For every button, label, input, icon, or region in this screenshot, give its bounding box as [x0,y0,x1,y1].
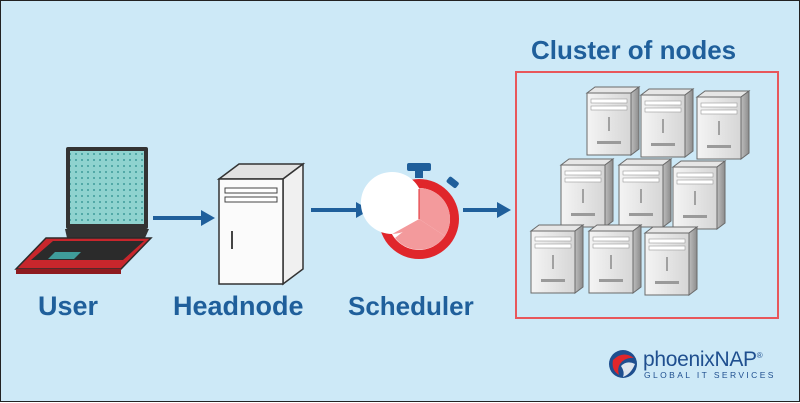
user-label: User [38,291,99,321]
phoenix-globe-icon [609,350,637,378]
brand-name: phoenixNAP® [643,348,763,371]
scheduler-label: Scheduler [348,291,474,321]
headnode-label: Headnode [173,291,304,321]
arrow-scheduler-to-cluster [463,202,511,218]
phoenixnap-logo: phoenixNAP® GLOBAL IT SERVICES [607,346,787,386]
stopwatch-icon [360,163,459,259]
headnode-server-icon [216,162,306,286]
laptop-icon [14,147,153,274]
brand-tagline: GLOBAL IT SERVICES [644,370,776,380]
cluster-frame [515,71,779,319]
cluster-label: Cluster of nodes [531,35,737,65]
arrow-user-to-headnode [153,210,215,226]
